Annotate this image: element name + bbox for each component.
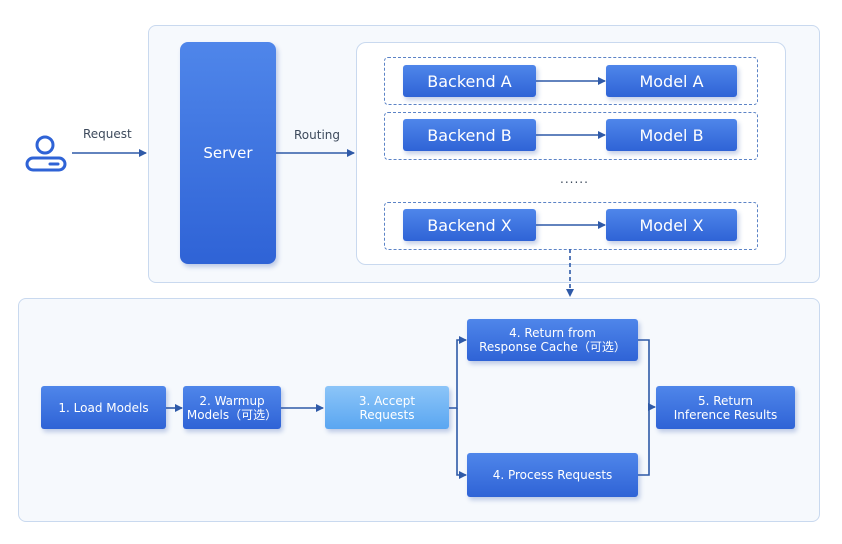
backend-row-b xyxy=(384,112,758,160)
backend-row-a xyxy=(384,57,758,105)
user-icon xyxy=(25,135,67,172)
arrow-accept-process xyxy=(456,408,467,479)
step-load-models: 1. Load Models xyxy=(41,386,166,429)
step-return-from-cache: 4. Return from Response Cache（可选） xyxy=(467,319,638,361)
model-a-node: Model A xyxy=(606,65,737,97)
step-warmup-models: 2. Warmup Models（可选） xyxy=(183,386,281,429)
arrow-cache-return xyxy=(638,339,656,411)
backend-b-node: Backend B xyxy=(403,119,536,151)
server-node: Server xyxy=(180,42,276,264)
step-return-inference-results: 5. Return Inference Results xyxy=(656,386,795,429)
model-x-node: Model X xyxy=(606,209,737,241)
step-accept-requests: 3. Accept Requests xyxy=(325,386,449,429)
backend-row-x xyxy=(384,202,758,250)
model-b-node: Model B xyxy=(606,119,737,151)
backend-a-node: Backend A xyxy=(403,65,536,97)
request-label: Request xyxy=(83,127,132,141)
arrow-accept-cache xyxy=(449,336,467,409)
ellipsis-label: ...... xyxy=(560,172,589,186)
arrow-process-return xyxy=(638,407,650,476)
routing-label: Routing xyxy=(294,128,341,142)
backend-x-node: Backend X xyxy=(403,209,536,241)
step-process-requests: 4. Process Requests xyxy=(467,453,638,497)
